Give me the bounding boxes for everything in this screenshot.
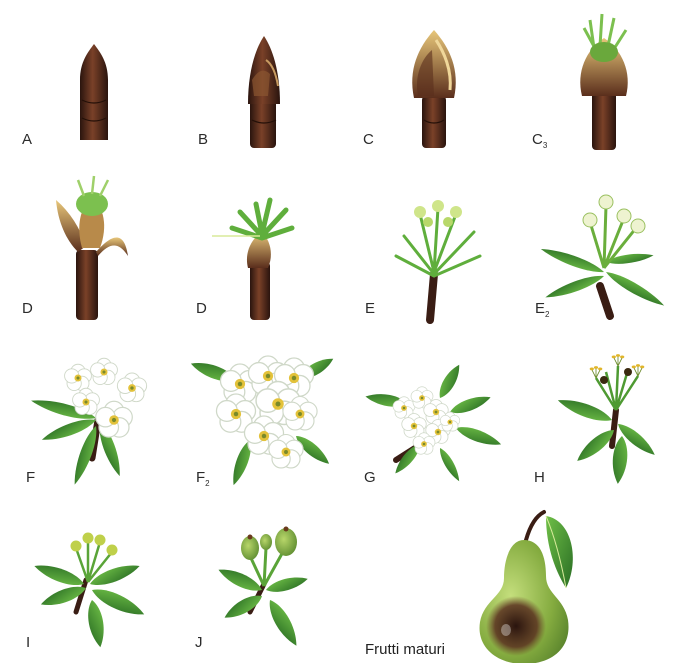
stage-g-petal-fall (364, 362, 503, 484)
stage-i-young-fruit (32, 533, 147, 649)
stage-label-a: A (22, 131, 32, 150)
stage-label-d-first: D (22, 300, 33, 319)
mature-fruit-caption: Frutti maturi (365, 641, 445, 658)
mature-pear-fruit (480, 512, 573, 663)
stage-label-e2: E2 (535, 300, 549, 319)
stage-f2-full-bloom (189, 354, 336, 487)
stage-label-f: F (26, 469, 35, 488)
stage-label-h: H (534, 469, 545, 488)
stage-label-c: C (363, 131, 374, 150)
stage-b-swelling-bud (248, 36, 280, 148)
stage-label-j: J (195, 634, 203, 653)
stage-c3-green-tip (580, 14, 627, 150)
stage-j-fruit-growth (216, 527, 309, 650)
stage-e-green-cluster (396, 200, 480, 320)
stage-f-first-flowers (30, 358, 147, 486)
stage-label-c3: C3 (532, 131, 547, 150)
stage-label-f2: F2 (196, 469, 210, 488)
stage-label-d-second: D (196, 300, 207, 319)
stage-d-scales-open (56, 176, 128, 320)
stage-label-g: G (364, 469, 376, 488)
stage-e2-buds-separating (539, 195, 667, 316)
stage-label-i: I (26, 634, 30, 653)
stage-d-leaves-emerging (212, 200, 292, 320)
stage-label-b: B (198, 131, 208, 150)
stage-label-e: E (365, 300, 375, 319)
stage-a-dormant-bud (80, 44, 108, 140)
stage-c-bud-opening (412, 30, 456, 148)
stage-h-fruit-set (556, 354, 659, 484)
